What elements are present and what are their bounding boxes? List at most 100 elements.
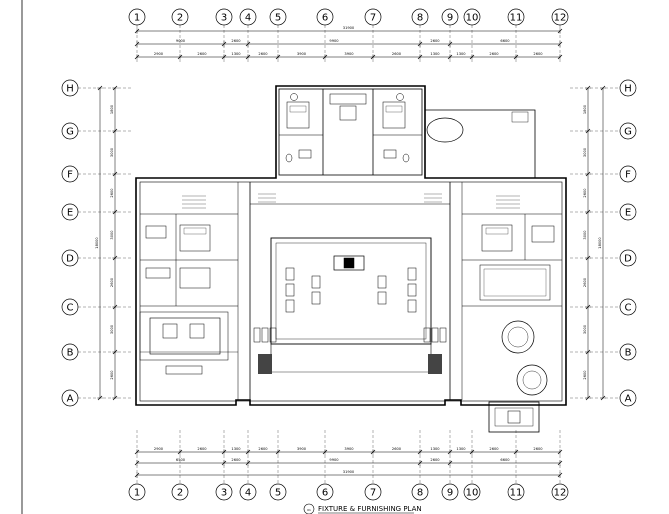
- grid-bubble-col-11-top: 11: [507, 8, 525, 26]
- svg-text:9: 9: [447, 13, 453, 24]
- svg-text:2600: 2600: [197, 447, 207, 451]
- svg-text:2: 2: [177, 488, 183, 499]
- svg-text:2600: 2600: [533, 447, 543, 451]
- grid-bubble-row-D-right: D: [619, 249, 637, 267]
- svg-text:3900: 3900: [297, 52, 307, 56]
- svg-text:D: D: [66, 254, 74, 265]
- svg-text:7: 7: [370, 488, 376, 499]
- svg-text:C: C: [625, 303, 632, 314]
- svg-text:1300: 1300: [231, 447, 241, 451]
- svg-text:1300: 1300: [456, 52, 466, 56]
- svg-text:1300: 1300: [430, 447, 440, 451]
- svg-text:C: C: [67, 303, 74, 314]
- svg-text:11: 11: [510, 488, 523, 499]
- svg-text:3000: 3000: [110, 147, 114, 157]
- svg-text:2600: 2600: [258, 52, 268, 56]
- svg-text:2600: 2600: [110, 277, 114, 287]
- svg-text:A: A: [67, 394, 74, 405]
- svg-text:1300: 1300: [456, 447, 466, 451]
- grid-bubble-col-11-bottom: 11: [507, 483, 525, 501]
- svg-text:2600: 2600: [489, 52, 499, 56]
- svg-text:E: E: [67, 208, 73, 219]
- svg-text:6: 6: [322, 13, 328, 24]
- grid-bubble-col-10-bottom: 10: [463, 483, 481, 501]
- svg-text:2600: 2600: [392, 447, 402, 451]
- svg-text:3: 3: [221, 488, 227, 499]
- svg-text:B: B: [67, 348, 74, 359]
- svg-text:2600: 2600: [258, 447, 268, 451]
- svg-text:G: G: [66, 127, 74, 138]
- grid-bubble-row-F-right: F: [619, 165, 637, 183]
- svg-text:1: 1: [134, 13, 140, 24]
- svg-text:E: E: [625, 208, 631, 219]
- svg-text:2600: 2600: [533, 52, 543, 56]
- grid-bubble-row-D-left: D: [61, 249, 79, 267]
- svg-text:9900: 9900: [329, 458, 339, 462]
- grid-bubble-row-G-right: G: [619, 122, 637, 140]
- drawing-title-number: 01: [307, 508, 311, 512]
- svg-text:3: 3: [221, 13, 227, 24]
- grid-bubble-col-1-top: 1: [128, 8, 146, 26]
- svg-text:H: H: [66, 84, 74, 95]
- grid-bubble-col-9-bottom: 9: [441, 483, 459, 501]
- svg-text:1800: 1800: [110, 104, 114, 114]
- grid-bubble-col-3-bottom: 3: [215, 483, 233, 501]
- grid-bubble-row-H-left: H: [61, 79, 79, 97]
- svg-text:12: 12: [554, 488, 567, 499]
- svg-text:3000: 3000: [583, 147, 587, 157]
- svg-text:2600: 2600: [583, 188, 587, 198]
- svg-text:5: 5: [275, 13, 281, 24]
- svg-text:10: 10: [466, 488, 479, 499]
- svg-text:4: 4: [245, 13, 251, 24]
- grid-bubble-row-H-right: H: [619, 79, 637, 97]
- svg-text:A: A: [625, 394, 632, 405]
- grid-bubble-col-4-bottom: 4: [239, 483, 257, 501]
- grid-bubble-row-F-left: F: [61, 165, 79, 183]
- svg-text:D: D: [624, 254, 632, 265]
- grid-bubble-col-5-top: 5: [269, 8, 287, 26]
- svg-text:9000: 9000: [176, 39, 186, 43]
- svg-text:11: 11: [510, 13, 523, 24]
- svg-text:2600: 2600: [430, 458, 440, 462]
- grid-bubble-col-3-top: 3: [215, 8, 233, 26]
- svg-text:6: 6: [322, 488, 328, 499]
- svg-text:2600: 2600: [392, 52, 402, 56]
- grid-bubble-row-C-left: C: [61, 298, 79, 316]
- svg-text:2600: 2600: [583, 277, 587, 287]
- svg-text:3900: 3900: [344, 447, 354, 451]
- svg-text:1: 1: [134, 488, 140, 499]
- svg-text:18000: 18000: [95, 237, 99, 249]
- svg-text:2900: 2900: [154, 447, 164, 451]
- svg-text:G: G: [624, 127, 632, 138]
- grid-bubble-col-7-bottom: 7: [364, 483, 382, 501]
- grid-bubble-col-12-top: 12: [551, 8, 569, 26]
- svg-text:2600: 2600: [197, 52, 207, 56]
- grid-bubble-row-B-right: B: [619, 343, 637, 361]
- svg-text:2900: 2900: [154, 52, 164, 56]
- grid-bubble-col-7-top: 7: [364, 8, 382, 26]
- svg-text:3000: 3000: [583, 230, 587, 240]
- svg-text:2600: 2600: [489, 447, 499, 451]
- grid-bubble-col-6-bottom: 6: [316, 483, 334, 501]
- svg-text:H: H: [624, 84, 632, 95]
- svg-text:F: F: [67, 170, 73, 181]
- building-walls: [135, 85, 567, 433]
- grid-bubble-col-8-top: 8: [411, 8, 429, 26]
- svg-text:3000: 3000: [583, 324, 587, 334]
- svg-text:2600: 2600: [110, 370, 114, 380]
- grid-bubble-col-4-top: 4: [239, 8, 257, 26]
- grid-bubble-col-6-top: 6: [316, 8, 334, 26]
- svg-text:8: 8: [417, 488, 423, 499]
- grid-bubble-col-9-top: 9: [441, 8, 459, 26]
- svg-text:6600: 6600: [500, 458, 510, 462]
- grid-bubble-col-10-top: 10: [463, 8, 481, 26]
- svg-text:12: 12: [554, 13, 567, 24]
- svg-text:2600: 2600: [231, 39, 241, 43]
- svg-text:5: 5: [275, 488, 281, 499]
- svg-text:1300: 1300: [231, 52, 241, 56]
- svg-text:7: 7: [370, 13, 376, 24]
